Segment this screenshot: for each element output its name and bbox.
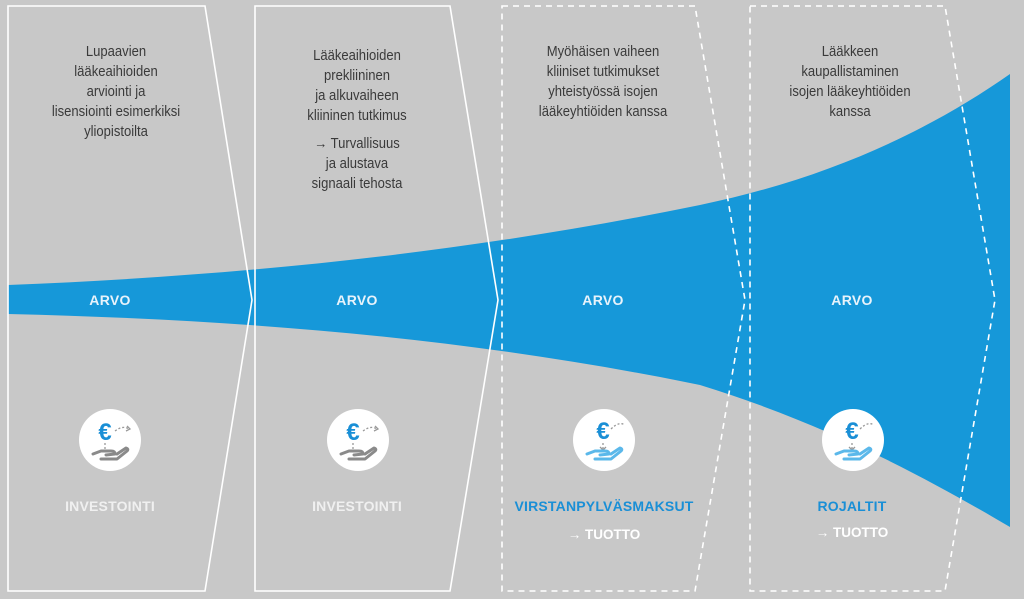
stage-3-money-label: VIRSTANPYLVÄSMAKSUT [514,498,694,514]
euro-return-icon: € [573,409,635,471]
stage-2-money-label: INVESTOINTI [312,498,402,514]
stage-2-title-line: kliininen tutkimus [307,108,407,124]
stage-4-title-line: kanssa [829,104,871,120]
stage-frame-3 [501,5,746,592]
euro-return-icon: € [822,409,884,471]
stage-2-title-line: prekliininen [323,68,391,84]
stage-2-title-line: signaali tehosta [311,176,403,192]
stage-2-title-line: ja alustava [325,156,389,172]
stage-2-value-label: ARVO [336,292,378,308]
stage-2-title-line: Lääkeaihioiden [313,48,401,64]
stage-3-title-line: kliiniset tutkimukset [546,64,660,80]
stage-2-title-line: → Turvallisuus [314,136,400,152]
stage-3-title-line: lääkeyhtiöiden kanssa [538,104,668,120]
stage-1-title-line: lisensiointi esimerkiksi [51,104,181,120]
stage-3-value-label: ARVO [582,292,624,308]
stage-4-return-label: → TUOTTO [815,525,889,540]
stage-frame-4 [749,5,996,592]
stage-frame-1 [7,5,253,592]
stage-4-value-label: ARVO [831,292,873,308]
euro-investment-icon: € [327,409,389,471]
stage-4-title: Lääkkeen kaupallistaminen isojen lääkeyh… [760,42,940,122]
svg-text:€: € [98,419,111,446]
stage-4-title-line: kaupallistaminen [801,64,899,80]
svg-text:€: € [346,419,359,446]
svg-text:€: € [845,418,858,445]
stage-1-money-label: INVESTOINTI [65,498,155,514]
stage-2-title: Lääkeaihioiden prekliininen ja alkuvaihe… [267,46,447,194]
stage-4-money-label: ROJALTIT [817,498,887,514]
stage-3-return-label: → TUOTTO [567,527,641,542]
stage-1-title-line: Lupaavien [85,44,147,60]
stage-frames [7,5,996,592]
stage-1-title-line: lääkeaihioiden [74,64,158,80]
stage-3-title-line: yhteistyössä isojen [548,84,658,100]
stage-frame-2 [254,5,499,592]
stage-2-title-line: ja alkuvaiheen [315,88,399,104]
stage-1-title-line: arviointi ja [86,84,146,100]
value-band [8,74,1010,527]
stage-4-title-line: isojen lääkeyhtiöiden [789,84,911,100]
stage-4-title-line: Lääkkeen [821,44,879,60]
euro-investment-icon: € [79,409,141,471]
stage-3-title: Myöhäisen vaiheen kliiniset tutkimukset … [513,42,693,122]
stage-1-title-line: yliopistoilta [84,124,148,140]
svg-text:€: € [596,418,609,445]
stage-1-title: Lupaavien lääkeaihioiden arviointi ja li… [26,42,206,142]
stage-3-title-line: Myöhäisen vaiheen [546,44,660,60]
stage-1-value-label: ARVO [89,292,131,308]
